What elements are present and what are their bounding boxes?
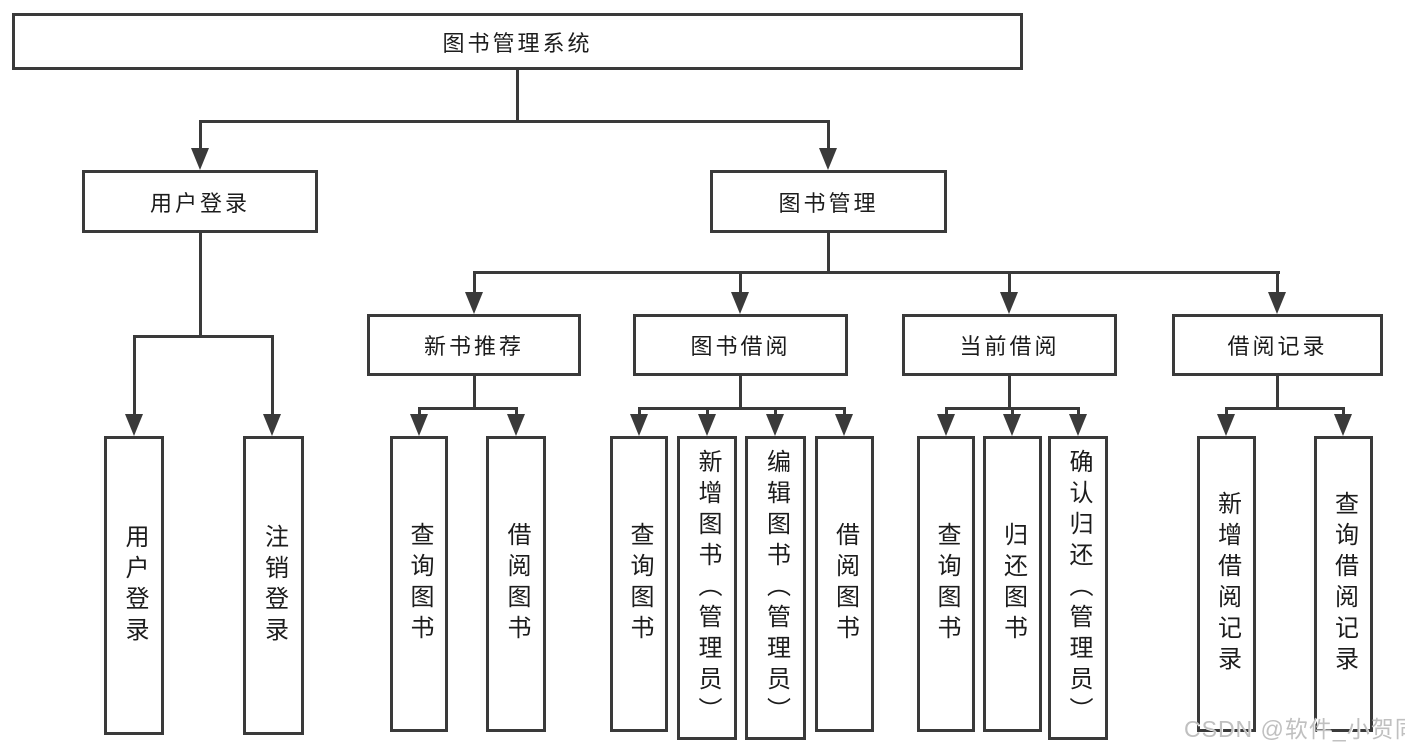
node-new-book-recommend: 新书推荐	[367, 314, 581, 376]
connector-arrow-line	[638, 407, 641, 420]
leaf-cb-return-books: 归还图书	[983, 436, 1042, 732]
connector-borrowrecords-stem	[1276, 376, 1279, 410]
leaf-user-login-label: 用户登录	[121, 523, 148, 648]
arrow-down-icon	[766, 414, 784, 436]
node-current-borrowing-label: 当前借阅	[959, 334, 1060, 359]
leaf-bb-borrow-books-label: 借阅图书	[831, 522, 859, 646]
csdn-watermark: CSDN @软件_小贺同学	[1184, 716, 1405, 742]
arrow-down-icon	[731, 292, 749, 314]
arrow-down-icon	[698, 414, 716, 436]
arrow-down-icon	[819, 148, 837, 170]
arrow-down-icon	[263, 414, 281, 436]
leaf-user-login: 用户登录	[104, 436, 164, 735]
connector-arrow-line	[739, 271, 742, 295]
leaf-bb-edit-books-admin: 编辑图书（管理员）	[745, 436, 806, 740]
leaf-bb-edit-books-admin-label: 编辑图书（管理员）	[762, 448, 790, 728]
connector-level3-bar	[473, 271, 1280, 274]
leaf-cb-confirm-return-admin: 确认归还（管理员）	[1048, 436, 1108, 740]
connector-arrow-line	[199, 120, 202, 151]
arrow-down-icon	[191, 148, 209, 170]
connector-bookborrow-stem	[739, 376, 742, 410]
leaf-rec-query-books-label: 查询图书	[406, 522, 433, 646]
connector-userlogin-stem	[199, 233, 202, 338]
connector-newbook-stem	[473, 376, 476, 410]
node-borrowing-records: 借阅记录	[1172, 314, 1383, 376]
connector-arrow-line	[774, 407, 777, 420]
connector-root-stem	[516, 69, 519, 123]
leaf-cb-return-books-label: 归还图书	[999, 522, 1027, 646]
arrow-down-icon	[125, 414, 143, 436]
arrow-down-icon	[1000, 292, 1018, 314]
leaf-logout: 注销登录	[243, 436, 304, 735]
node-new-book-recommend-label: 新书推荐	[423, 334, 524, 359]
connector-currentborrow-stem	[1008, 376, 1011, 410]
leaf-bb-add-books-admin-label: 新增图书（管理员）	[694, 448, 721, 728]
connector-arrow-line	[1225, 407, 1228, 420]
node-book-borrowing-label: 图书借阅	[690, 334, 791, 359]
connector-arrow-line	[1008, 271, 1011, 295]
connector-arrow-line	[515, 407, 518, 420]
arrow-down-icon	[410, 414, 428, 436]
connector-arrow-line	[1077, 407, 1080, 420]
arrow-down-icon	[835, 414, 853, 436]
connector-arrow-line	[1342, 407, 1345, 420]
connector-arrow-line	[843, 407, 846, 420]
leaf-bb-add-books-admin: 新增图书（管理员）	[677, 436, 737, 740]
leaf-cb-query-books-label: 查询图书	[933, 522, 960, 646]
connector-newbook-bar	[418, 407, 518, 410]
connector-bookmgmt-stem	[827, 233, 830, 274]
node-current-borrowing: 当前借阅	[902, 314, 1117, 376]
arrow-down-icon	[1217, 414, 1235, 436]
connector-arrow-line	[706, 407, 709, 420]
leaf-rec-query-books: 查询图书	[390, 436, 448, 732]
leaf-rec-borrow-books-label: 借阅图书	[503, 522, 530, 646]
connector-arrow-line	[473, 271, 476, 295]
arrow-down-icon	[1334, 414, 1352, 436]
connector-bookborrow-bar	[638, 407, 846, 410]
arrow-down-icon	[1069, 414, 1087, 436]
node-book-management: 图书管理	[710, 170, 947, 233]
leaf-logout-label: 注销登录	[260, 523, 288, 648]
leaf-bb-borrow-books: 借阅图书	[815, 436, 874, 732]
leaf-br-query-record-label: 查询借阅记录	[1330, 491, 1358, 677]
leaf-br-add-record-label: 新增借阅记录	[1213, 491, 1241, 677]
node-root-label: 图书管理系统	[442, 30, 593, 56]
connector-arrow-line	[133, 335, 136, 417]
arrow-down-icon	[507, 414, 525, 436]
node-borrowing-records-label: 借阅记录	[1227, 334, 1328, 359]
arrow-down-icon	[937, 414, 955, 436]
connector-arrow-line	[271, 335, 274, 417]
leaf-rec-borrow-books: 借阅图书	[486, 436, 546, 732]
connector-arrow-line	[418, 407, 421, 420]
leaf-cb-query-books: 查询图书	[917, 436, 975, 732]
arrow-down-icon	[465, 292, 483, 314]
connector-arrow-line	[945, 407, 948, 420]
connector-arrow-line	[1276, 271, 1279, 295]
connector-userlogin-bar	[133, 335, 274, 338]
connector-arrow-line	[827, 120, 830, 151]
connector-level2-bar	[199, 120, 830, 123]
leaf-bb-query-books: 查询图书	[610, 436, 668, 732]
node-root: 图书管理系统	[12, 13, 1023, 70]
leaf-bb-query-books-label: 查询图书	[626, 522, 653, 646]
node-book-management-label: 图书管理	[778, 190, 879, 216]
connector-borrowrecords-bar	[1225, 407, 1345, 410]
node-user-login: 用户登录	[82, 170, 318, 233]
arrow-down-icon	[630, 414, 648, 436]
connector-arrow-line	[1011, 407, 1014, 420]
node-user-login-label: 用户登录	[149, 190, 250, 216]
leaf-br-query-record: 查询借阅记录	[1314, 436, 1373, 732]
node-book-borrowing: 图书借阅	[633, 314, 848, 376]
arrow-down-icon	[1268, 292, 1286, 314]
arrow-down-icon	[1003, 414, 1021, 436]
leaf-cb-confirm-return-admin-label: 确认归还（管理员）	[1065, 448, 1092, 728]
leaf-br-add-record: 新增借阅记录	[1197, 436, 1256, 732]
